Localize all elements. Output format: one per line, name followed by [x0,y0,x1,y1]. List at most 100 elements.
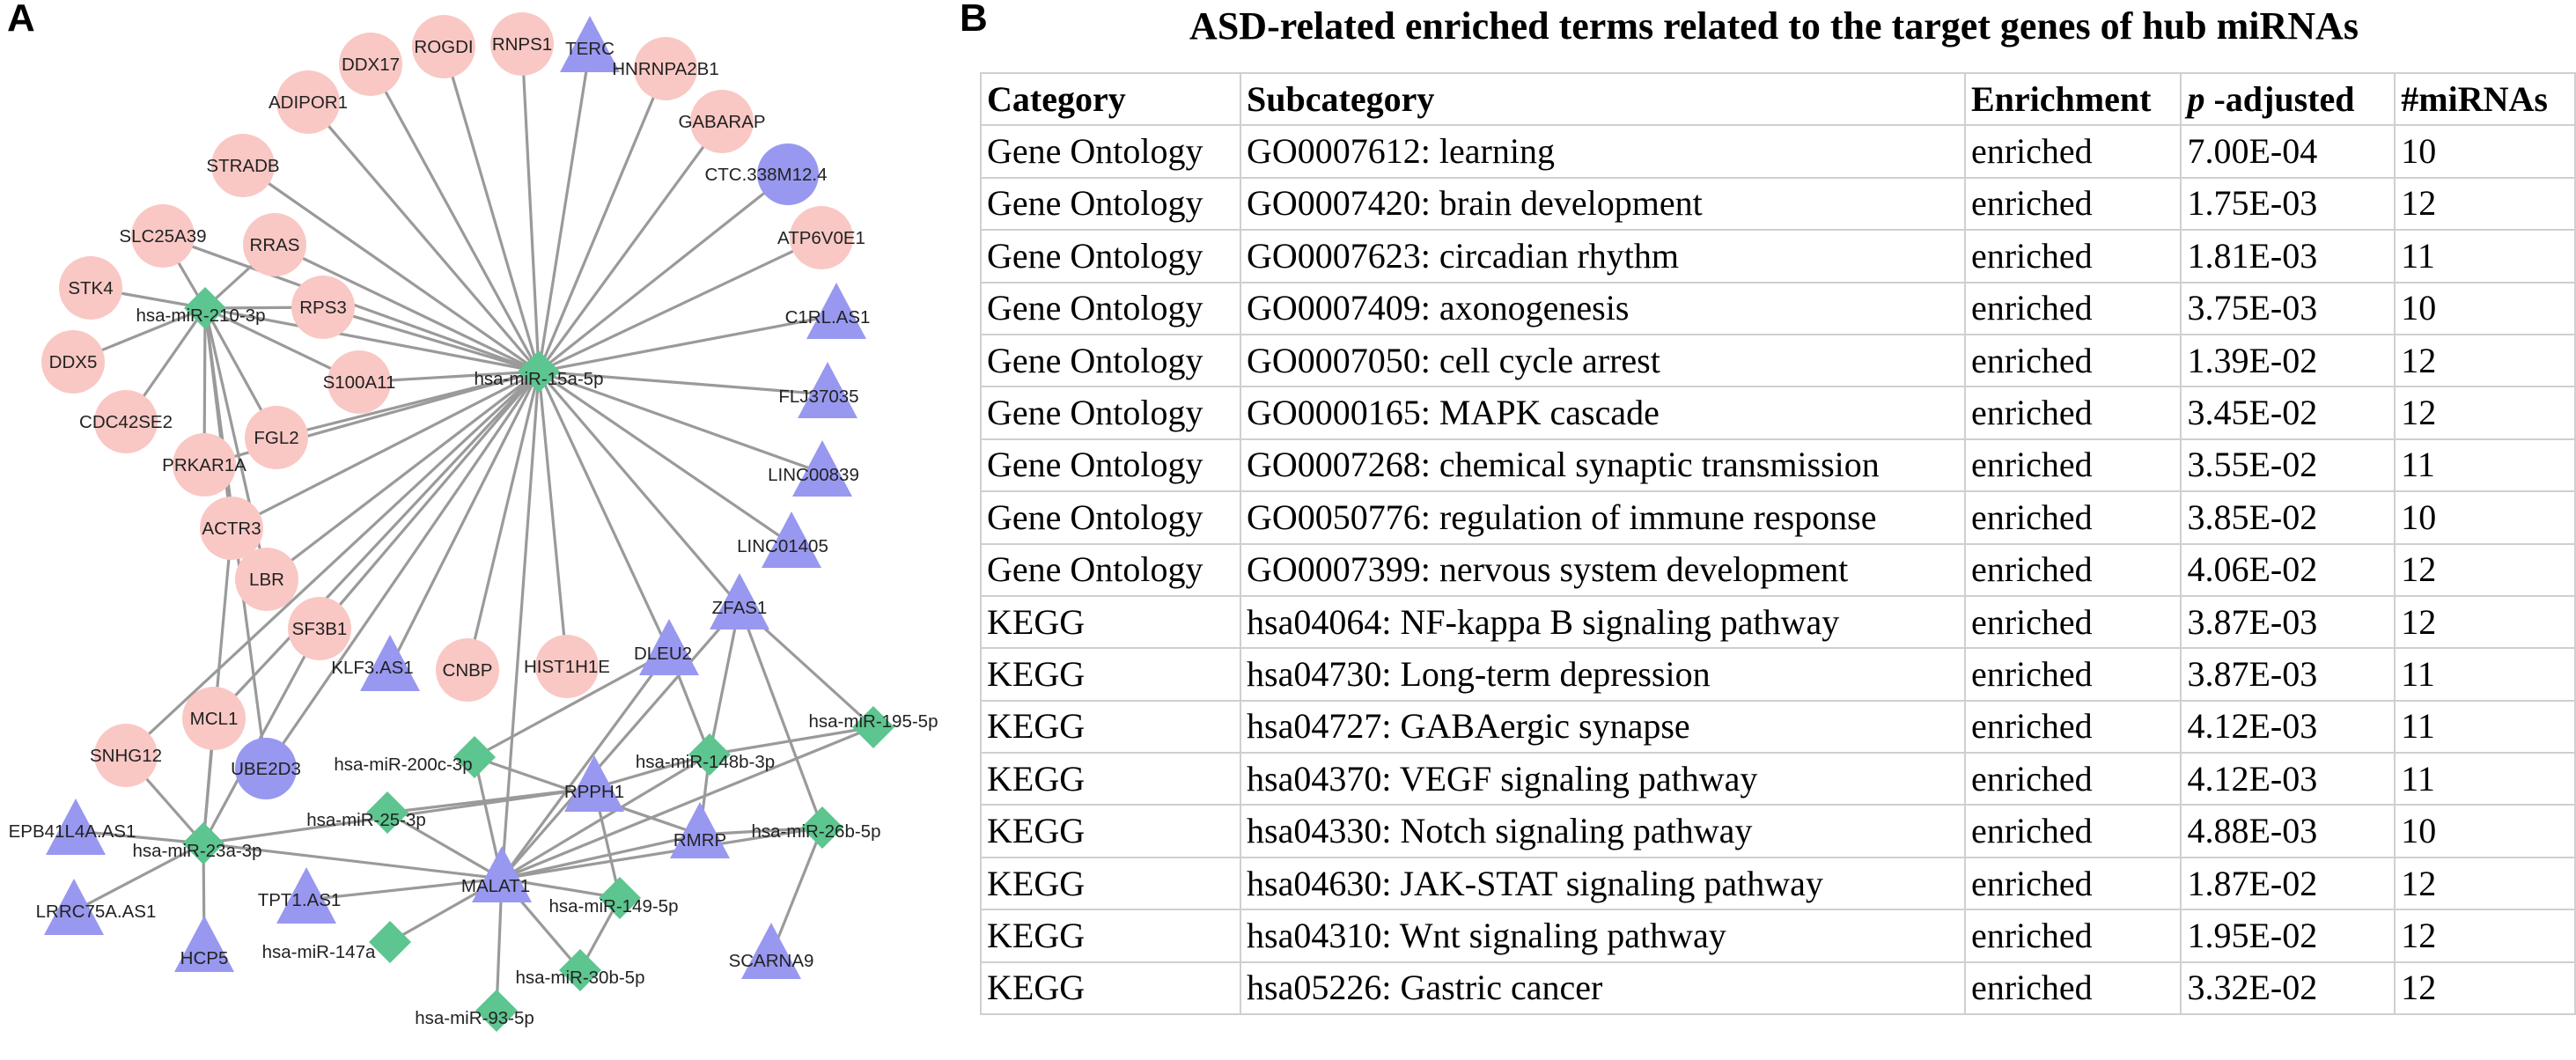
edge-miR15a-UBE2D3 [264,371,541,769]
edge-MALAT1-TPT1AS1 [305,877,503,902]
cell-mirna-count: 12 [2394,176,2576,232]
mirna-count: 10 [2401,288,2437,328]
cell-subcategory: hsa04630: JAK-STAT signaling pathway [1240,856,1966,911]
enrichment-table: Category Subcategory Enrichment p -adjus… [979,71,2576,1016]
node-label: PRKAR1A [162,455,247,475]
edge-miR15a-ADIPOR1 [306,100,541,373]
node-label: RPPH1 [564,782,624,802]
mirna-count: 11 [2401,758,2435,799]
edge-ZFAS1-miR26b [738,605,824,828]
term-name: : cell cycle arrest [1420,340,1660,380]
cell-mirna-count: 10 [2394,804,2576,858]
enrichment-text: enriched [1970,497,2093,537]
edge-miR23a-SF3B1 [202,628,321,844]
enrichment-text: enriched [1970,131,2093,172]
node-label: ACTR3 [202,519,261,539]
edge-miR15a-LBR [266,370,540,581]
p-adjusted-value: 1.39E-02 [2187,340,2318,380]
node-label: ROGDI [414,37,473,57]
node-mir30b [559,949,601,991]
category-text: Gene Ontology [987,235,1203,276]
edge-MALAT1-ZFAS1 [500,604,741,880]
enrichment-text: enriched [1970,758,2093,799]
node-label: STRADB [206,156,279,176]
node-label: GABARAP [678,112,765,132]
node-actr3 [200,497,263,560]
cell-p-adjusted: 1.39E-02 [2180,333,2396,388]
cell-subcategory: hsa04370: VEGF signaling pathway [1240,752,1966,806]
mirna-count: 12 [2401,340,2437,380]
cell-category: KEGG [979,804,1242,858]
node-s100a11 [328,350,391,414]
edge-DLEU2-miR200c [474,650,670,759]
node-rnps1 [490,12,554,76]
node-mir15a [518,350,560,393]
enrichment-text: enriched [1970,968,2093,1008]
node-gabarap [690,90,754,153]
mirna-count: 10 [2401,131,2437,172]
category-text: KEGG [987,601,1086,642]
enrichment-text: enriched [1970,183,2093,224]
node-slc25a39 [131,204,195,268]
enrichment-text: enriched [1970,549,2093,590]
cell-mirna-count: 12 [2394,333,2576,388]
mirna-count: 11 [2401,445,2435,485]
term-name: : Notch signaling pathway [1381,811,1753,851]
node-label: KLF3.AS1 [331,658,413,678]
cell-subcategory: GO0007409: axonogenesis [1240,281,1966,335]
table-row: KEGG hsa04064: NF-kappa B signaling pathw… [979,594,2576,650]
node-label: hsa-miR-210-3p [136,305,266,326]
edge-miR23a-EPB41L4AAS1 [75,829,204,845]
p-adjusted-value: 3.75E-03 [2187,288,2318,328]
node-label: FLJ37035 [778,386,858,407]
cell-p-adjusted: 3.87E-03 [2180,594,2396,650]
cell-category: KEGG [979,647,1242,702]
edge-miR15a-TERC [537,48,592,372]
edge-miR15a-DDX17 [369,63,541,372]
cell-category: KEGG [979,594,1242,650]
enrichment-text: enriched [1970,811,2093,851]
node-label: hsa-miR-25-3p [306,810,426,830]
header-enrichment: Enrichment [1963,71,2182,127]
cell-enrichment: enriched [1963,281,2182,335]
cell-p-adjusted: 1.75E-03 [2180,176,2396,232]
edge-miR15a-RPS3 [322,305,540,373]
node-label: C1RL.AS1 [785,307,871,328]
node-mir200c [453,736,496,778]
edge-miR15a-MALAT1 [500,371,541,880]
header-subcategory: Subcategory [1240,71,1966,127]
node-mir26b [801,806,843,849]
cell-mirna-count: 12 [2394,856,2576,911]
term-name: : brain development [1420,183,1703,224]
cell-subcategory: hsa04064: NF-kappa B signaling pathway [1240,594,1966,650]
term-id: GO0000165 [1247,393,1421,433]
node-epb41l4aas1 [46,799,106,855]
mirna-count: 11 [2401,653,2435,694]
edge-miR15a-STRADB [242,164,540,373]
term-id: GO0050776 [1247,497,1421,537]
category-text: KEGG [987,653,1086,694]
term-name: : MAPK cascade [1420,393,1660,433]
node-mir147a [369,921,411,963]
enrichment-text: enriched [1970,706,2093,747]
node-label: UBE2D3 [231,759,301,779]
cell-mirna-count: 10 [2394,124,2576,179]
term-name: : GABAergic synapse [1381,706,1690,747]
node-label: SLC25A39 [119,226,206,247]
node-label: LRRC75A.AS1 [36,902,157,922]
header-p-adjusted: p -adjusted [2180,71,2396,127]
node-label: hsa-miR-149-5p [549,896,679,916]
enrichment-text: enriched [1970,235,2093,276]
node-tpt1as1 [276,867,336,924]
node-linc00839 [792,440,852,497]
node-label: SF3B1 [292,619,348,639]
node-label: CTC.338M12.4 [704,165,827,185]
term-id: hsa04630 [1247,863,1382,903]
edge-miR15a-SF3B1 [318,370,541,630]
